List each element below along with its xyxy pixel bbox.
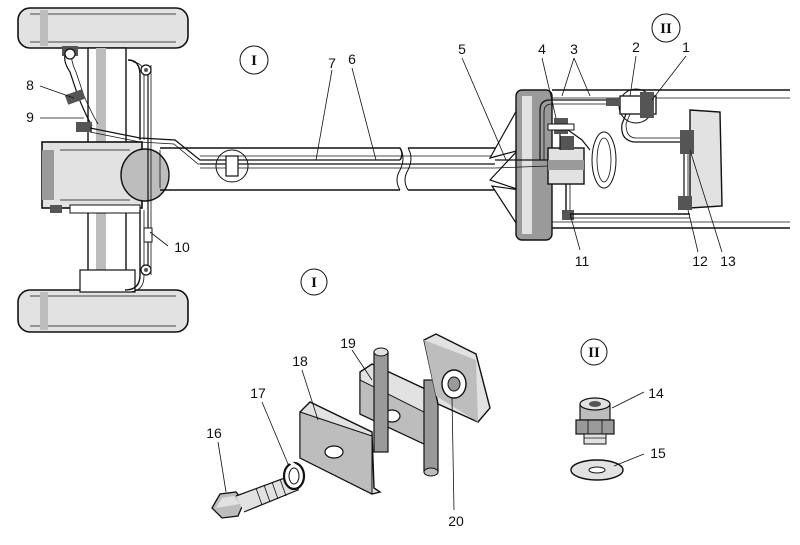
view-ii-marker: II — [660, 21, 672, 37]
callout-3: 3 — [570, 41, 578, 57]
callout-5: 5 — [458, 41, 466, 57]
callout-19: 19 — [340, 335, 356, 351]
chassis-frame — [159, 147, 500, 191]
union-fitting — [575, 397, 615, 445]
radiator-fan — [488, 89, 553, 241]
front-axle-housing — [41, 141, 170, 214]
view-ii-title: II — [588, 345, 600, 361]
detail-view-i — [211, 333, 491, 519]
bolt — [211, 475, 299, 519]
callout-9: 9 — [26, 109, 34, 125]
callout-2: 2 — [632, 39, 640, 55]
clamp-bracket — [359, 347, 439, 477]
mounting-bracket — [423, 333, 491, 423]
view-i-marker: I — [251, 53, 257, 69]
callout-8: 8 — [26, 77, 34, 93]
callout-13: 13 — [720, 253, 736, 269]
callout-14: 14 — [648, 385, 664, 401]
callout-leaders — [39, 55, 723, 253]
front-wheel-top — [17, 7, 189, 49]
callout-12: 12 — [692, 253, 708, 269]
view-i-title: I — [311, 275, 317, 291]
steering-wheel — [591, 131, 617, 189]
view-markers: I II I II — [239, 13, 681, 366]
view-i-marker-clamp — [215, 149, 249, 183]
master-cylinder — [547, 136, 585, 220]
clamp-plate — [299, 401, 382, 495]
cab-frame — [552, 89, 790, 229]
sealing-washer — [570, 459, 624, 481]
front-wheel-bottom — [17, 289, 189, 333]
view-ii-marker-fitting — [606, 88, 657, 124]
callout-18: 18 — [292, 353, 308, 369]
callout-1: 1 — [682, 39, 690, 55]
callout-10: 10 — [174, 239, 190, 255]
chassis-drawing — [17, 7, 790, 333]
callout-4: 4 — [538, 41, 546, 57]
callout-7: 7 — [328, 55, 336, 71]
callout-20: 20 — [448, 513, 464, 529]
spring-washer — [282, 460, 306, 491]
callout-11: 11 — [575, 253, 590, 269]
rear-brake-unit — [678, 109, 723, 210]
callout-16: 16 — [206, 425, 222, 441]
callout-15: 15 — [650, 445, 666, 461]
callout-labels: 1 2 3 4 5 6 7 8 9 10 11 12 13 14 15 16 1… — [26, 39, 736, 529]
detail-view-ii — [570, 391, 645, 481]
callout-6: 6 — [348, 51, 356, 67]
callout-17: 17 — [250, 385, 266, 401]
